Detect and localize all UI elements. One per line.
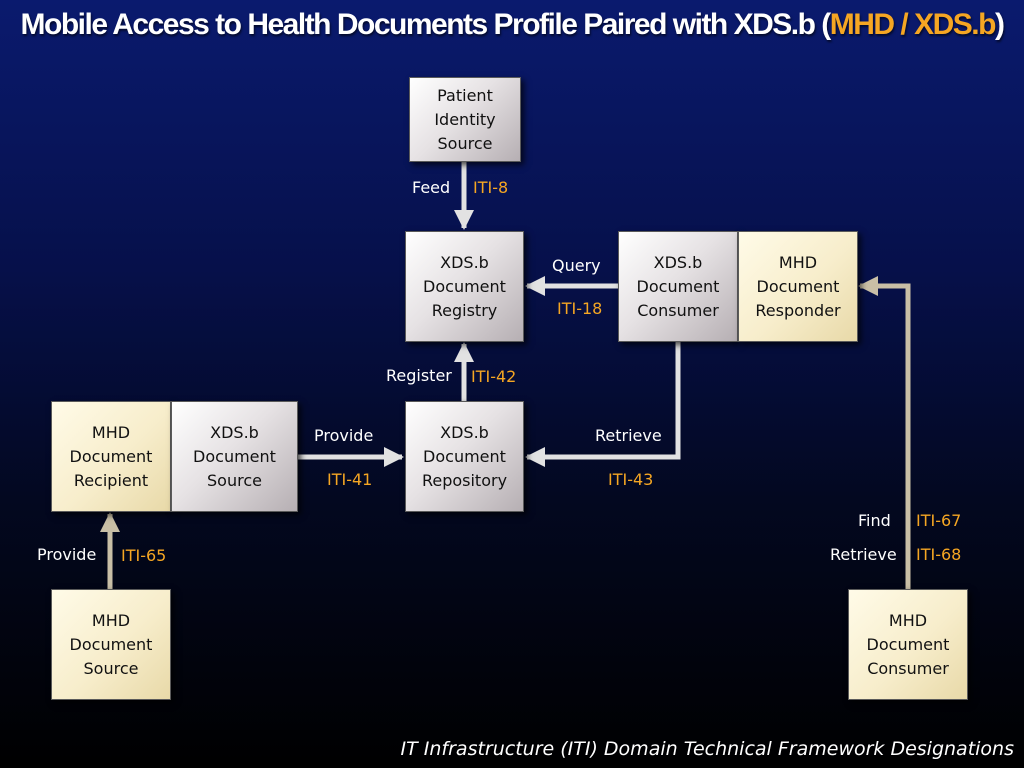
title-close: ) xyxy=(994,8,1005,41)
label-feed: Feed xyxy=(412,178,451,197)
label-iti-67: ITI-67 xyxy=(916,511,962,530)
xds-document-registry-box: XDS.b Document Registry xyxy=(405,231,524,342)
slide-title: Mobile Access to Health Documents Profil… xyxy=(0,8,1024,42)
label-retrieve-iti68: Retrieve xyxy=(830,545,897,564)
patient-identity-source-label: Patient Identity Source xyxy=(434,85,496,153)
mhd-document-responder-box: MHD Document Responder xyxy=(738,231,858,342)
mhd-document-source-label: MHD Document Source xyxy=(69,610,153,678)
mhd-document-source-box: MHD Document Source xyxy=(51,589,171,700)
title-mhd: MHD xyxy=(829,8,895,41)
label-iti-8: ITI-8 xyxy=(473,178,509,197)
xds-document-consumer-box: XDS.b Document Consumer xyxy=(618,231,738,342)
xds-document-repository-box: XDS.b Document Repository xyxy=(405,401,524,512)
footer-caption: IT Infrastructure (ITI) Domain Technical… xyxy=(400,738,1014,760)
label-iti-68: ITI-68 xyxy=(916,545,962,564)
patient-identity-source-box: Patient Identity Source xyxy=(409,77,521,162)
xds-document-consumer-label: XDS.b Document Consumer xyxy=(636,252,720,320)
xds-document-repository-label: XDS.b Document Repository xyxy=(421,422,508,490)
label-iti-43: ITI-43 xyxy=(608,470,654,489)
mhd-document-recipient-box: MHD Document Recipient xyxy=(51,401,171,512)
label-find: Find xyxy=(858,511,891,530)
title-xds: XDS.b xyxy=(914,8,996,41)
arrow-retrieve-iti43 xyxy=(525,342,681,467)
label-register: Register xyxy=(386,366,452,385)
title-main: Mobile Access to Health Documents Profil… xyxy=(20,8,832,41)
label-provide-iti65: Provide xyxy=(37,545,97,564)
title-separator: / xyxy=(893,8,915,41)
mhd-document-recipient-label: MHD Document Recipient xyxy=(69,422,153,490)
xds-document-source-box: XDS.b Document Source xyxy=(171,401,298,512)
mhd-document-responder-label: MHD Document Responder xyxy=(755,252,841,320)
mhd-document-consumer-label: MHD Document Consumer xyxy=(866,610,950,678)
label-provide-iti41: Provide xyxy=(314,426,374,445)
label-retrieve-iti43: Retrieve xyxy=(595,426,662,445)
label-iti-41: ITI-41 xyxy=(327,470,373,489)
xds-document-registry-label: XDS.b Document Registry xyxy=(423,252,506,320)
mhd-document-consumer-box: MHD Document Consumer xyxy=(848,589,968,700)
label-iti-18: ITI-18 xyxy=(557,299,603,318)
label-iti-65: ITI-65 xyxy=(121,546,167,565)
arrow-find-retrieve xyxy=(858,276,911,589)
label-query: Query xyxy=(552,256,601,275)
label-iti-42: ITI-42 xyxy=(471,367,517,386)
xds-document-source-label: XDS.b Document Source xyxy=(193,422,276,490)
